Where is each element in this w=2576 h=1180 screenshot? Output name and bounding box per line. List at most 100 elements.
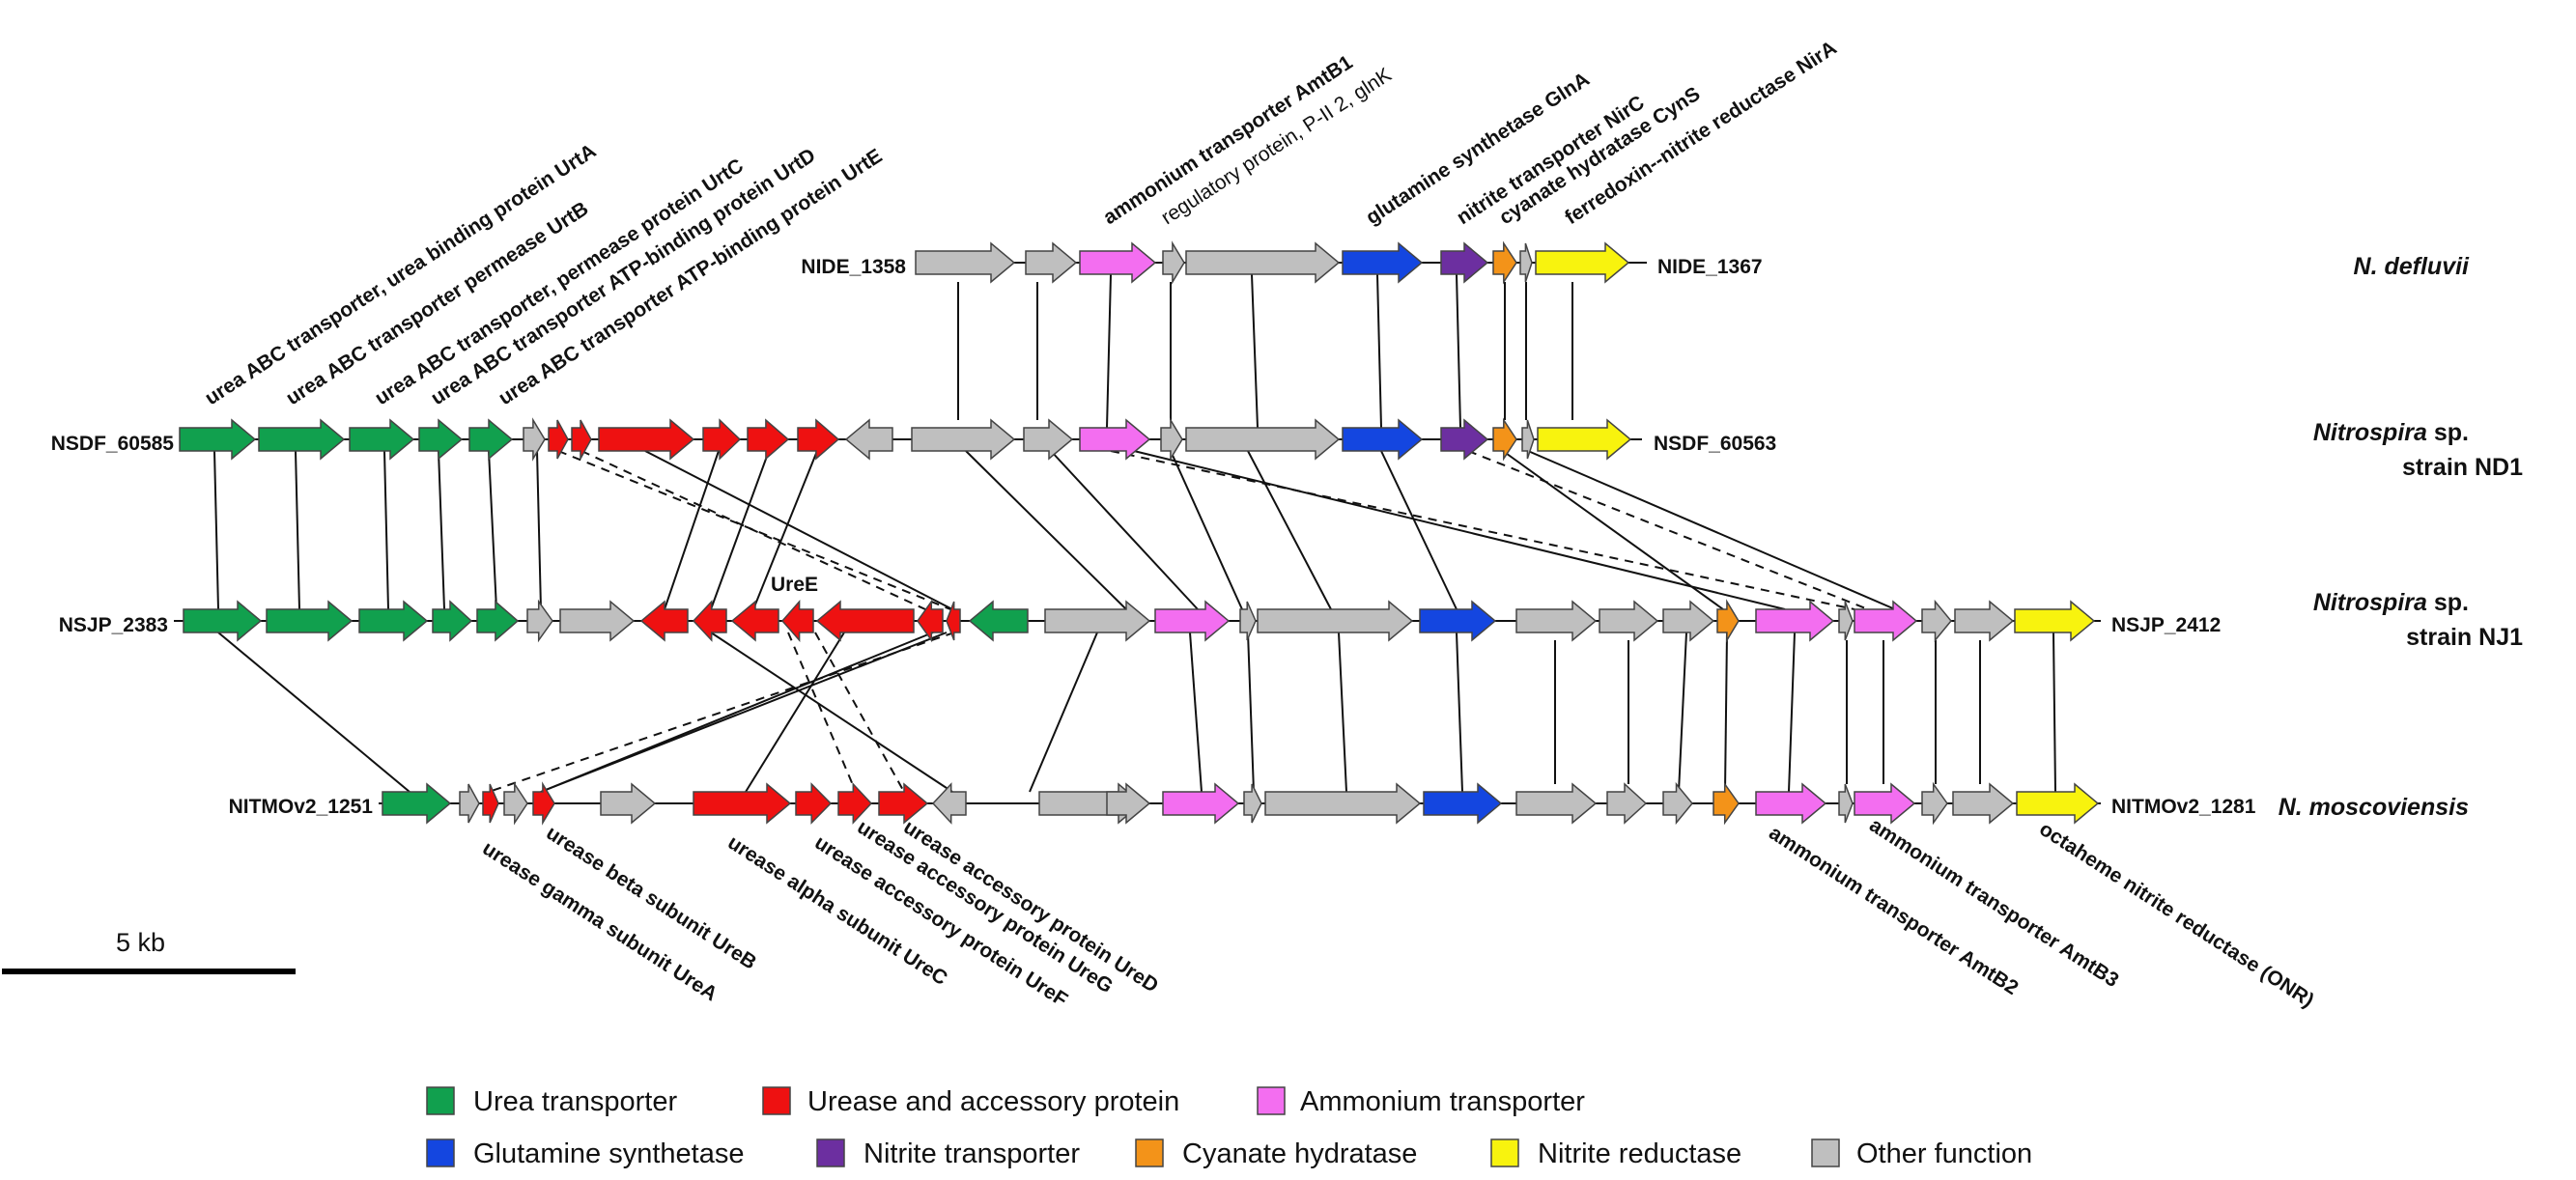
gene-arrow-other: [931, 782, 967, 825]
gene-arrow-urea-transporter: [183, 600, 263, 642]
gene-arrow-other: [1838, 783, 1854, 824]
gene-arrow-other: [1162, 240, 1185, 285]
gene-arrow-urea-transporter: [266, 600, 354, 642]
organism-n-moscoviensis: N. moscoviensis: [2279, 794, 2469, 821]
gene-arrow-nitrite-transporter: [1440, 418, 1489, 461]
gene-arrow-urease: [797, 418, 840, 461]
homology-link: [2052, 632, 2056, 793]
homology-link: [213, 450, 219, 610]
homology-link: [1338, 632, 1347, 793]
gene-arrow-other: [526, 599, 553, 643]
gene-arrow-other: [1239, 601, 1257, 641]
gene-arrow-other: [1606, 782, 1648, 825]
gene-arrow-other: [1185, 418, 1341, 461]
gene-arrow-ammonium: [1755, 600, 1835, 642]
gene-arrow-cyanate: [1716, 599, 1740, 643]
homology-link: [1133, 450, 1786, 610]
homology-link: [540, 632, 948, 793]
gene-arrow-nitrite-transporter: [1440, 241, 1489, 284]
legend-label-nitrite-transporter: Nitrite transporter: [863, 1138, 1080, 1169]
annot-ureg: urease accessory protein UreG: [853, 816, 1117, 997]
homology-link: [710, 632, 953, 793]
gene-arrow-other: [1662, 600, 1715, 642]
organism-nd1-line1: Nitrospira sp.: [2313, 419, 2469, 446]
track-label-nitmo-left: NITMOv2_1251: [229, 796, 374, 818]
track-label-nsdf-left: NSDF_60585: [51, 433, 175, 455]
gene-arrow-urease: [795, 782, 833, 825]
gene-arrow-other: [1519, 242, 1533, 283]
organism-nj1-line2: strain NJ1: [2406, 624, 2523, 651]
gene-arrow-other: [1921, 781, 1948, 826]
gene-arrows: [179, 240, 2100, 826]
gene-arrow-ammonium: [1755, 782, 1827, 825]
gene-arrow-other: [1264, 782, 1422, 825]
legend-label-other: Other function: [1856, 1138, 2032, 1169]
homology-link: [1380, 450, 1458, 610]
homology-link: [1050, 450, 1199, 610]
gene-arrow-other: [559, 600, 636, 642]
gene-arrow-urea-transporter: [179, 418, 257, 461]
gene-arrow-urease: [548, 419, 569, 460]
gene-arrow-urease: [815, 600, 915, 642]
gene-arrow-other: [1838, 601, 1854, 641]
track-label-nsjp-left: NSJP_2383: [59, 614, 168, 636]
legend-label-cyanate: Cyanate hydratase: [1182, 1138, 1417, 1169]
gene-arrow-nitrite-reductase: [1535, 241, 1630, 284]
track-label-nide-right: NIDE_1367: [1657, 256, 1763, 278]
gene-arrow-other: [1515, 782, 1598, 825]
homology-link: [1170, 450, 1243, 610]
legend-swatch-glutamine: [426, 1138, 455, 1167]
homology-link: [536, 450, 542, 610]
gene-arrow-other: [1106, 782, 1151, 825]
homology-links: [213, 273, 2056, 793]
gene-arrow-other: [1160, 417, 1183, 462]
gene-arrow-other: [600, 782, 657, 825]
gene-arrow-glutamine: [1423, 782, 1503, 825]
gene-arrow-urea-transporter: [418, 418, 464, 461]
homology-link: [1456, 632, 1463, 793]
homology-link: [1678, 632, 1687, 793]
gene-arrow-urea-transporter: [358, 600, 429, 642]
organism-n-defluvii: N. defluvii: [2354, 253, 2471, 280]
gene-arrow-ammonium: [1079, 241, 1157, 284]
gene-arrow-urease: [946, 601, 961, 641]
annot-glnk: regulatory protein, P-II 2, glnK: [1157, 64, 1396, 229]
homology-link: [710, 450, 770, 610]
organism-nj1-line1: Nitrospira sp.: [2313, 589, 2469, 616]
gene-arrow-nitrite-reductase: [2014, 600, 2096, 642]
gene-arrow-ammonium: [1079, 418, 1151, 461]
gene-arrow-urease: [571, 419, 592, 460]
gene-arrow-cyanate: [1492, 417, 1517, 462]
legend-label-urea-transporter: Urea transporter: [473, 1086, 677, 1117]
gene-arrow-other: [915, 241, 1016, 284]
gene-arrow-glutamine: [1342, 418, 1424, 461]
homology-link: [488, 450, 497, 610]
homology-link: [644, 450, 953, 610]
legend-label-ammonium: Ammonium transporter: [1300, 1086, 1585, 1117]
homology-link-dashed: [580, 450, 926, 610]
track-label-nsdf-right: NSDF_60563: [1654, 433, 1776, 455]
homology-link: [217, 632, 410, 793]
gene-arrow-urea-transporter: [468, 418, 514, 461]
gene-arrow-cyanate: [1492, 240, 1517, 285]
homology-link: [1247, 632, 1255, 793]
homology-link: [295, 450, 300, 610]
annot-amtb1: ammonium transporter AmtB1: [1099, 51, 1357, 229]
gene-arrow-urease: [702, 418, 742, 461]
homology-link: [1189, 632, 1203, 793]
gene-arrow-ammonium: [1854, 600, 1918, 642]
legend: Urea transporter Urease and accessory pr…: [426, 1086, 2032, 1169]
gene-arrow-urease: [878, 782, 929, 825]
gene-arrow-urease: [917, 599, 944, 643]
gene-arrow-urea-transporter: [258, 418, 346, 461]
gene-arrow-other: [1515, 600, 1598, 642]
homology-link: [965, 450, 1127, 610]
gene-arrow-nitrite-reductase: [2016, 782, 2100, 825]
homology-link: [1376, 273, 1382, 429]
gene-arrow-other: [1185, 241, 1341, 284]
homology-link-dashed: [1467, 450, 1869, 610]
gene-arrow-other: [503, 781, 528, 826]
gene-arrow-other: [1662, 781, 1693, 826]
scale-bar-label: 5 kb: [116, 928, 165, 957]
gene-arrow-other: [1954, 600, 2015, 642]
